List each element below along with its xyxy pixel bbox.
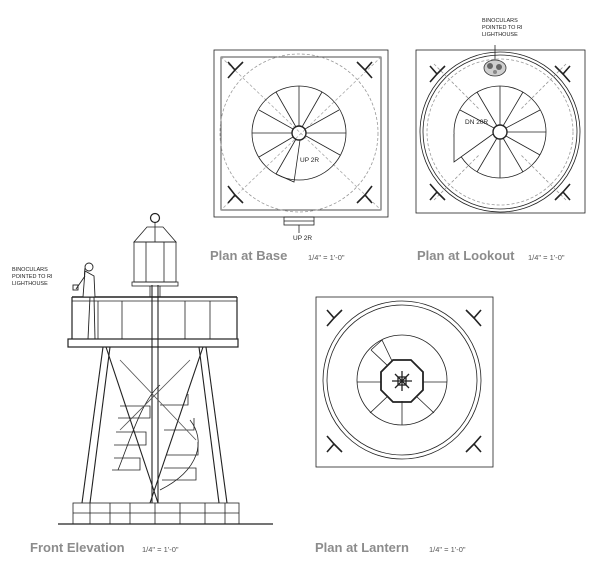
scale-plan-at-lookout: 1/4" = 1'-0" (528, 253, 565, 262)
base-inner-slab (220, 56, 382, 211)
lantern-stair-treads (357, 339, 447, 425)
title-plan-at-lookout: Plan at Lookout (417, 248, 515, 263)
front-elevation: BINOCULARS POINTED TO RI LIGHTHOUSE (12, 212, 273, 525)
title-plan-at-lantern: Plan at Lantern (315, 540, 409, 555)
lookout-callout-line-1: BINOCULARS (482, 18, 518, 24)
lookout-note-down: DN 20R (465, 119, 488, 126)
lantern-lamp-icon (392, 371, 412, 391)
base-note-entry: UP 2R (293, 235, 312, 242)
scale-plan-at-lantern: 1/4" = 1'-0" (429, 545, 466, 554)
scale-front-elevation: 1/4" = 1'-0" (142, 545, 179, 554)
base-note-up: UP 2R (300, 157, 319, 164)
elevation-deck (67, 296, 239, 348)
base-stair-treads (251, 85, 347, 183)
elevation-callout-line-3: LIGHTHOUSE (12, 281, 48, 287)
plan-at-lantern (315, 296, 494, 468)
elevation-callout-line-2: POINTED TO RI (12, 274, 53, 280)
elevation-lantern (131, 212, 179, 297)
lantern-leg-brackets (326, 309, 482, 453)
plan-at-lookout: DN 20R BINOCULARS POINTED TO RI LIGHTHOU… (415, 18, 586, 214)
title-plan-at-base: Plan at Base (210, 248, 288, 263)
lookout-callout-line-3: LIGHTHOUSE (482, 32, 518, 38)
lookout-callout-line-2: POINTED TO RI (482, 25, 523, 31)
scale-plan-at-base: 1/4" = 1'-0" (308, 253, 345, 262)
base-entry-steps (283, 216, 315, 233)
base-leg-brackets (227, 61, 373, 204)
lookout-binoculars-icon (483, 45, 507, 77)
plan-at-base: UP 2R UP 2R (213, 49, 389, 242)
elevation-callout-line-1: BINOCULARS (12, 267, 48, 273)
lantern-octagon (380, 359, 424, 403)
title-front-elevation: Front Elevation (30, 540, 125, 555)
elevation-legs (81, 346, 228, 504)
lookout-stair-treads (453, 85, 547, 179)
elevation-stairs (112, 359, 199, 491)
lookout-leg-brackets (429, 65, 571, 201)
elevation-footing (72, 502, 240, 525)
elevation-person-icon (72, 262, 96, 340)
base-lookout-hidden-circle (219, 53, 379, 213)
